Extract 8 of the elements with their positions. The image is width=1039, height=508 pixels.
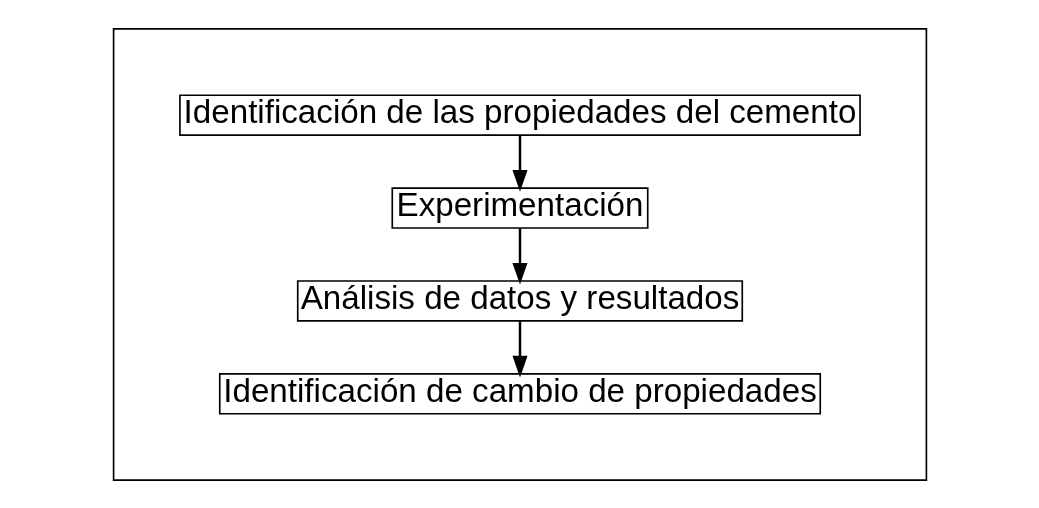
- node-box: Experimentación: [390, 186, 649, 229]
- arrow: [511, 320, 528, 377]
- cluster: [112, 27, 927, 481]
- node-box: Identificación de cambio de propiedades: [218, 372, 821, 415]
- arrow: [511, 227, 528, 285]
- node-box: Identificación de las propiedades del cemento: [178, 93, 861, 136]
- arrow: [511, 134, 528, 192]
- node-box: Análisis de datos y resultados: [296, 279, 743, 322]
